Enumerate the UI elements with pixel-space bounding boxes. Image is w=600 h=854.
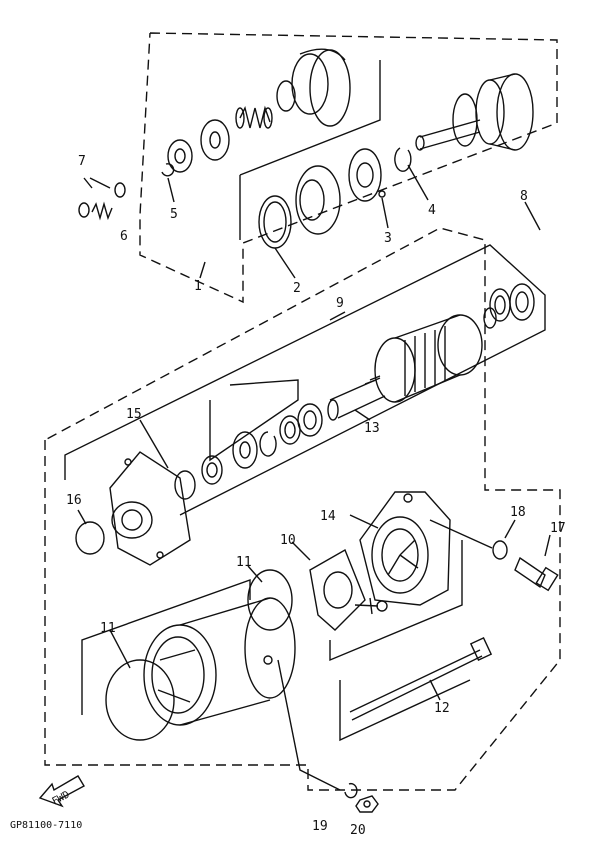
fwd-arrow	[38, 775, 85, 808]
circlip-5	[161, 163, 175, 177]
gasket-11-front	[105, 659, 175, 741]
callout-5: 5	[170, 207, 178, 222]
group-1-outline	[139, 32, 558, 304]
leader-9	[329, 311, 346, 321]
callout-12: 12	[434, 701, 450, 716]
clutch-gear	[276, 48, 351, 127]
callout-4: 4	[428, 203, 436, 218]
callout-15: 15	[126, 407, 142, 422]
callout-9: 9	[336, 296, 344, 311]
leader-14	[349, 514, 379, 529]
collar-ring	[167, 139, 193, 173]
callout-2: 2	[293, 281, 301, 296]
leader-12	[429, 679, 441, 701]
front-cover-15	[109, 451, 196, 566]
spring-top	[235, 105, 273, 129]
leader-10	[291, 541, 311, 561]
leader-11a	[109, 629, 131, 669]
spring-kit-6-7	[78, 177, 126, 221]
through-bolt-12	[349, 636, 493, 721]
washer-frame	[209, 379, 299, 462]
group-9-frame	[64, 244, 546, 516]
callout-18: 18	[510, 505, 526, 520]
leader-17	[544, 534, 551, 557]
callout-19: 19	[312, 819, 328, 834]
group-1-inner-frame	[239, 60, 381, 176]
yoke-frame	[81, 579, 251, 715]
callout-13: 13	[364, 421, 380, 436]
gasket-11-rear	[247, 569, 293, 631]
bolt-frame	[339, 679, 471, 742]
callout-labels: 1 2 3 4 5 6 7 8 9 10 11 11 12 13 14 15 1…	[10, 154, 566, 838]
leader-5	[167, 177, 175, 203]
rear-cover-14	[359, 491, 451, 606]
group-8-outline	[44, 227, 561, 791]
leader-3	[381, 197, 389, 229]
leader-18	[504, 519, 516, 539]
o-ring-16	[75, 521, 105, 555]
washer-18	[492, 540, 508, 560]
callout-7: 7	[78, 154, 86, 169]
brush-holder-10	[309, 548, 388, 631]
bearing-2	[258, 165, 341, 249]
leader-4	[407, 164, 429, 201]
nut-20	[355, 795, 379, 813]
drive-shaft-assembly	[415, 73, 534, 151]
callout-16: 16	[66, 493, 82, 508]
leader-15	[139, 419, 169, 469]
leader-1	[199, 261, 206, 279]
circlip-19	[344, 782, 358, 799]
retainer-3	[348, 148, 386, 202]
callout-11a: 11	[236, 555, 252, 570]
yoke-11	[143, 597, 296, 726]
callout-20: 20	[350, 823, 366, 838]
clip-4	[394, 147, 412, 172]
bolt-17	[514, 556, 559, 592]
callout-1: 1	[194, 279, 202, 294]
armature-13	[327, 307, 497, 421]
callout-14: 14	[320, 509, 336, 524]
washer-stack	[201, 283, 535, 485]
leader-11b	[247, 565, 263, 583]
leader-8	[524, 201, 541, 231]
leader-18b	[429, 519, 493, 549]
leader-13	[354, 409, 371, 421]
callout-10: 10	[280, 533, 296, 548]
leader-16	[77, 509, 87, 525]
leader-19	[277, 659, 341, 791]
callout-11b: 11	[100, 621, 116, 636]
callout-3: 3	[384, 231, 392, 246]
pinion-small	[200, 119, 230, 161]
rear-cover-frame	[329, 540, 463, 662]
callout-8: 8	[520, 189, 528, 204]
part-code: GP81100-7110	[10, 820, 82, 831]
leader-2	[274, 247, 296, 279]
callout-6: 6	[120, 229, 128, 244]
callout-17: 17	[550, 521, 566, 536]
